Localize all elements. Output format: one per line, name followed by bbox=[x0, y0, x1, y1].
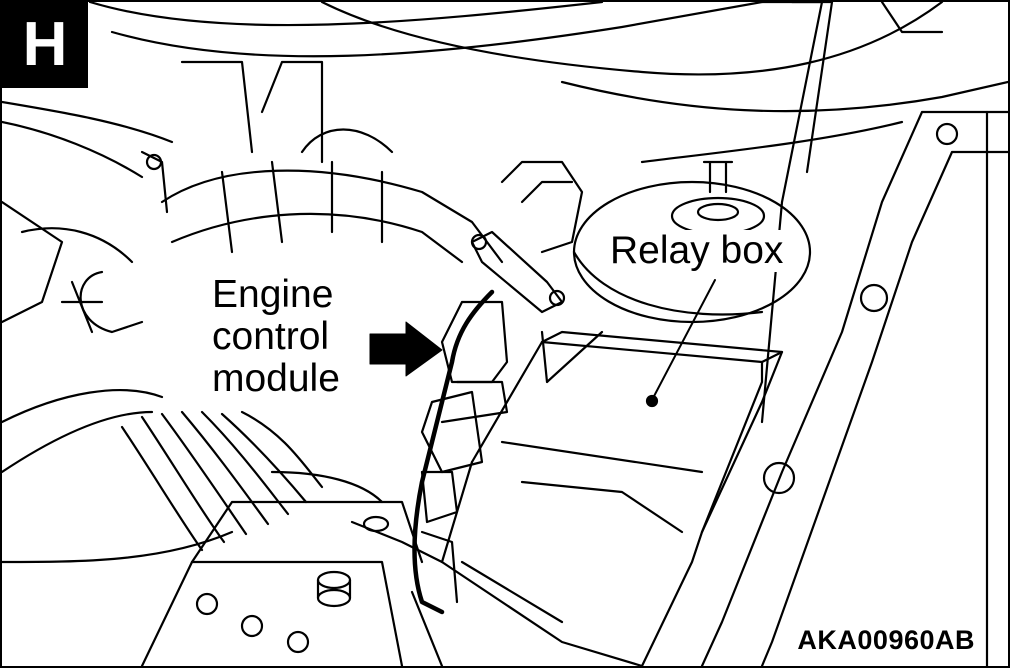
battery bbox=[140, 500, 444, 666]
ecm-pointer-arrow bbox=[369, 321, 443, 377]
relay-box bbox=[440, 330, 784, 666]
frame-rail bbox=[700, 2, 1008, 666]
body-panel-lines bbox=[2, 2, 1008, 324]
ecm-bracket-harness bbox=[410, 160, 604, 666]
engine-control-module-label: Engine control module bbox=[208, 274, 344, 400]
air-intake-duct bbox=[60, 60, 504, 334]
figure-badge: H bbox=[2, 2, 88, 88]
relay-box-label: Relay box bbox=[606, 230, 788, 272]
figure-code: AKA00960AB bbox=[794, 625, 978, 656]
relay-box-leader bbox=[645, 279, 716, 408]
intake-hose bbox=[2, 389, 384, 564]
